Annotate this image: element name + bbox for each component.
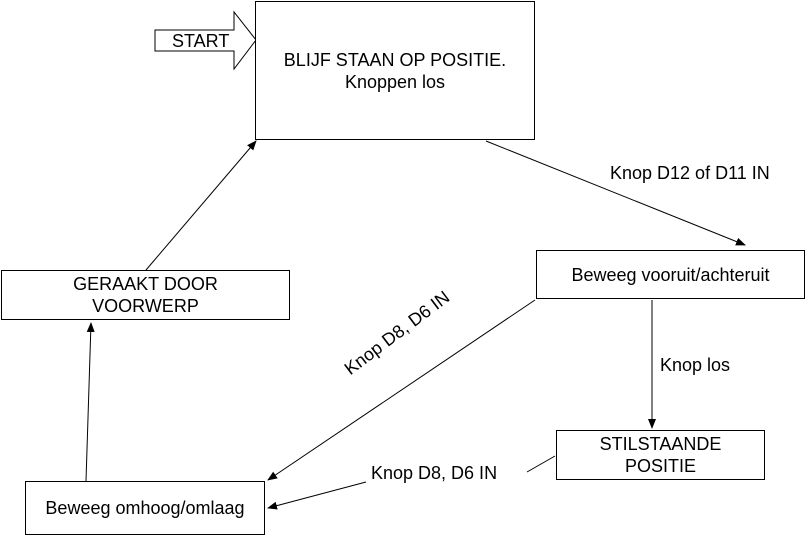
node-move-forward-backward: Beweeg vooruit/achteruit — [536, 250, 805, 299]
edge-label-idle-to-move-fb: Knop D12 of D11 IN — [610, 163, 770, 183]
edge-label-still-to-move-ud: Knop D8, D6 IN — [371, 463, 498, 483]
node-still: STILSTAANDE POSITIE — [556, 430, 765, 480]
node-still-line2: POSITIE — [624, 456, 696, 476]
edge-label-move-fb-to-still: Knop los — [660, 355, 731, 375]
node-move-ud-label: Beweeg omhoog/omlaag — [45, 498, 245, 518]
start-label: START — [172, 31, 230, 51]
node-idle-line1: BLIJF STAAN OP POSITIE. — [283, 49, 507, 70]
node-hit-line1: GERAAKT DOOR — [73, 274, 218, 294]
node-hit-line2: VOORWERP — [92, 296, 199, 316]
edge-idle-to-move-fb — [485, 140, 746, 246]
edge-move-ud-to-hit — [85, 322, 95, 482]
node-still-line1: STILSTAANDE — [599, 434, 722, 454]
node-idle-line2: Knoppen los — [344, 71, 446, 92]
node-hit-by-object: GERAAKT DOOR VOORWERP — [1, 270, 290, 320]
edge-hit-to-idle — [145, 140, 257, 271]
node-move-fb-label: Beweeg vooruit/achteruit — [571, 264, 770, 285]
start-arrow-shape — [154, 10, 257, 71]
node-move-up-down: Beweeg omhoog/omlaag — [25, 481, 265, 535]
edge-still-to-move-ud — [267, 481, 367, 510]
edge-still-to-move-ud-part1 — [526, 455, 556, 473]
edge-move-fb-to-move-ud — [267, 299, 536, 481]
node-idle: BLIJF STAAN OP POSITIE. Knoppen los — [255, 1, 535, 140]
